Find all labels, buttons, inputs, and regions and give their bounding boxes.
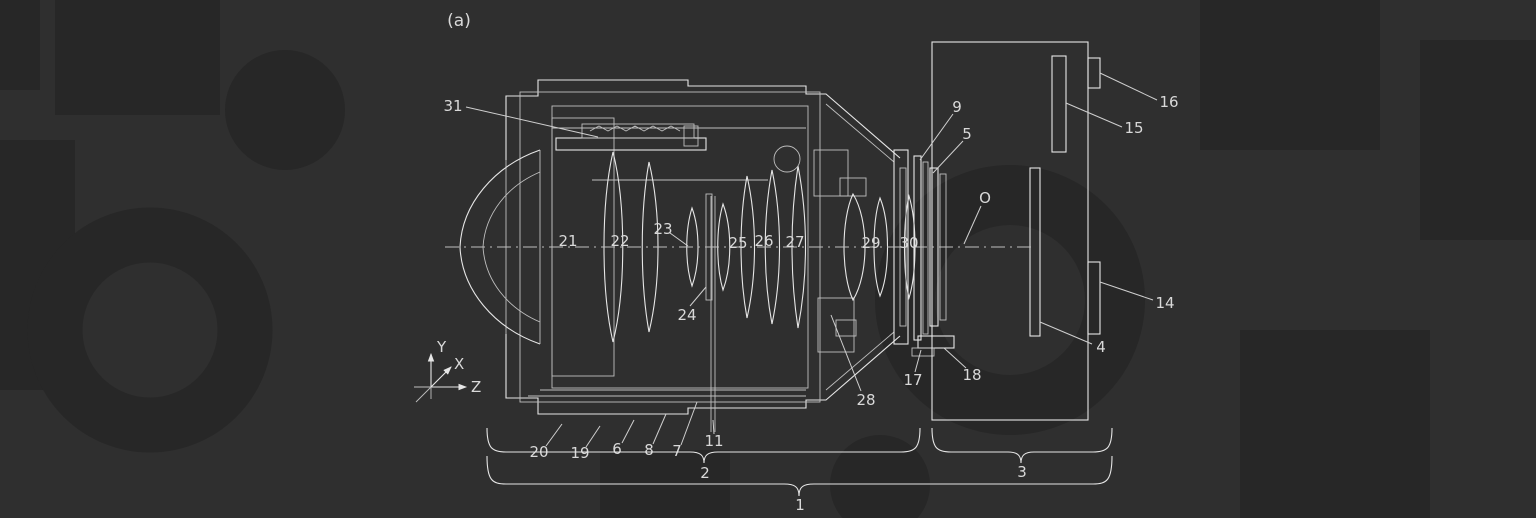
part-label-8: 8 [644, 441, 654, 459]
part-labels: 31 21 22 23 24 25 26 27 28 29 30 9 5 O 1… [443, 93, 1178, 462]
brace-whole-system [486, 455, 1113, 497]
part-label-5: 5 [962, 125, 972, 143]
axis-triad: Y X Z [414, 338, 481, 403]
grouping-braces: 2 3 1 [486, 427, 1113, 514]
part-label-21: 21 [558, 232, 577, 250]
part-label-9: 9 [952, 98, 962, 116]
display-panel [1029, 167, 1041, 337]
body-top-tab [1087, 57, 1101, 89]
part-label-17: 17 [903, 371, 922, 389]
part-label-19: 19 [570, 444, 589, 462]
part-label-27: 27 [785, 233, 804, 251]
part-label-15: 15 [1124, 119, 1143, 137]
part-label-O: O [979, 189, 991, 207]
top-mechanism-unit [555, 123, 707, 151]
part-label-26: 26 [754, 232, 773, 250]
part-label-11: 11 [704, 432, 723, 450]
body-rear-tab [1087, 261, 1101, 335]
group-label-3: 3 [1017, 463, 1027, 481]
part-label-23: 23 [653, 220, 672, 238]
part-label-18: 18 [962, 366, 981, 384]
group-label-1: 1 [795, 496, 805, 514]
brace-lens-section [486, 427, 921, 464]
part-label-4: 4 [1096, 338, 1106, 356]
axis-label-z: Z [471, 378, 481, 396]
part-label-24: 24 [677, 306, 696, 324]
figure-tag: (a) [447, 11, 471, 31]
lens-elements [603, 145, 916, 432]
part-label-7: 7 [672, 442, 682, 460]
brace-body-section [931, 427, 1113, 464]
part-label-25: 25 [728, 234, 747, 252]
cam-roller [773, 145, 801, 173]
camera-body [931, 41, 1101, 421]
part-label-6: 6 [612, 440, 622, 458]
viewfinder-slot [1051, 55, 1067, 153]
part-label-22: 22 [610, 232, 629, 250]
part-label-16: 16 [1159, 93, 1178, 111]
axis-label-y: Y [436, 338, 447, 356]
part-label-31: 31 [443, 97, 462, 115]
part-label-30: 30 [899, 234, 918, 252]
axis-label-x: X [454, 355, 464, 373]
leader-lines [465, 72, 1158, 448]
part-label-14: 14 [1155, 294, 1174, 312]
part-label-28: 28 [856, 391, 875, 409]
group-label-2: 2 [700, 464, 710, 482]
part-label-29: 29 [861, 234, 880, 252]
